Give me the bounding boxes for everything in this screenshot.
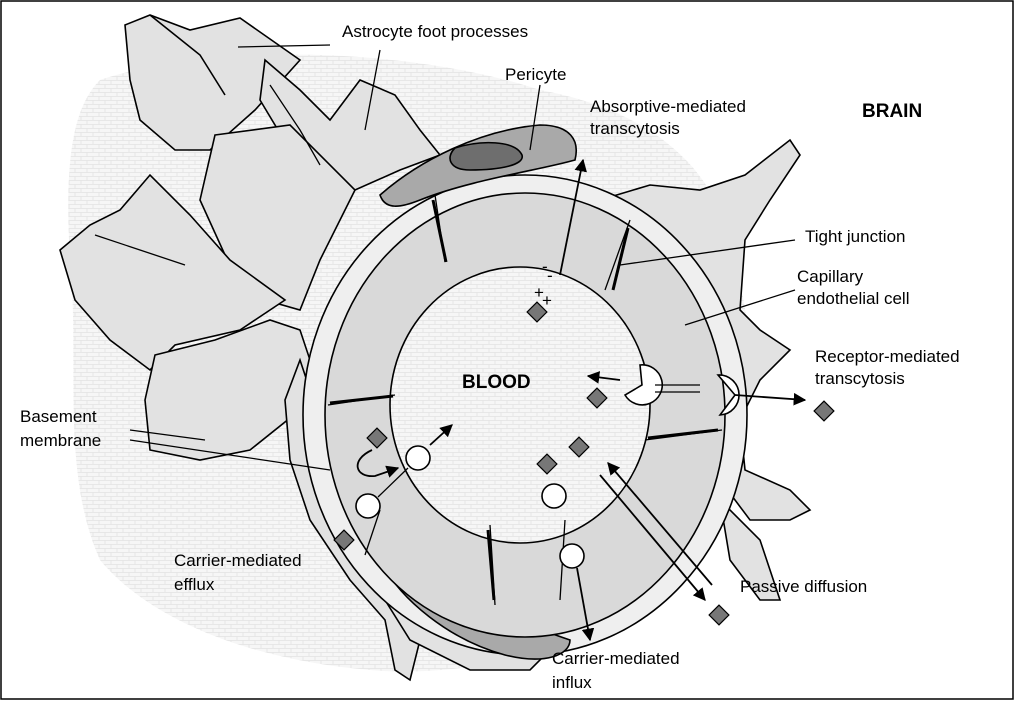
label-astrocyte: Astrocyte foot processes [342,22,528,41]
charge-plus-2: + [542,291,552,310]
label-basement-1: Basement [20,407,97,426]
label-capillary-1: Capillary [797,267,864,286]
label-pericyte: Pericyte [505,65,566,84]
label-influx-1: Carrier-mediated [552,649,680,668]
efflux-carrier-luminal [406,446,430,470]
label-receptor-2: transcytosis [815,369,905,388]
influx-carrier-luminal [542,484,566,508]
label-receptor-1: Receptor-mediated [815,347,960,366]
charge-minus-2: - [547,266,553,285]
label-brain: BRAIN [862,101,922,122]
label-efflux-1: Carrier-mediated [174,551,302,570]
label-passive: Passive diffusion [740,577,867,596]
lumen-blood [390,267,650,543]
label-absorptive-1: Absorptive-mediated [590,97,746,116]
label-influx-2: influx [552,673,592,692]
efflux-carrier-abluminal [356,494,380,518]
label-absorptive-2: transcytosis [590,119,680,138]
label-tight-junction: Tight junction [805,227,905,246]
label-capillary-2: endothelial cell [797,289,909,308]
label-efflux-2: efflux [174,575,215,594]
label-blood: BLOOD [462,372,531,393]
label-basement-2: membrane [20,431,101,450]
influx-carrier-abluminal [560,544,584,568]
